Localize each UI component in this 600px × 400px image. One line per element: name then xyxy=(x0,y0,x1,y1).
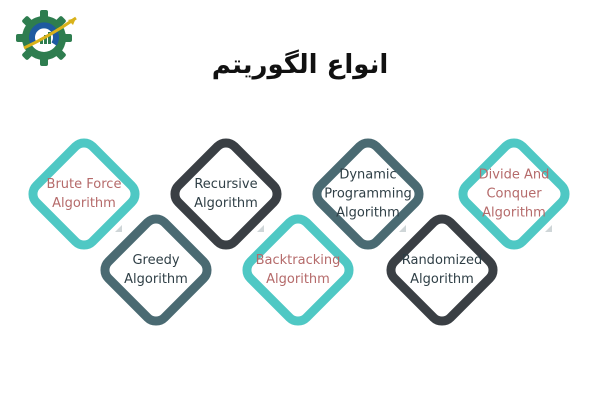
label-line: Backtracking xyxy=(255,253,341,268)
diamond-recursive xyxy=(170,138,282,250)
label-line: Algorithm xyxy=(266,272,330,287)
corner-mark xyxy=(257,225,264,232)
gear-logo-icon xyxy=(16,10,77,66)
diamond-greedy xyxy=(100,214,212,326)
label-line: Programming xyxy=(324,186,412,202)
diamond-divide-and-conquer xyxy=(458,138,570,250)
label-line: Algorithm xyxy=(336,205,400,221)
label-line: Greedy xyxy=(132,253,180,268)
diamond-brute-force xyxy=(28,138,140,250)
label-line: Recursive xyxy=(194,177,258,192)
label-line: Brute Force xyxy=(46,177,122,192)
label-line: Conquer xyxy=(486,186,542,202)
label-line: Algorithm xyxy=(194,196,258,211)
diamond-backtracking xyxy=(242,214,354,326)
label-line: Divide And xyxy=(478,167,550,183)
diamond-dynamic-programming xyxy=(312,138,424,250)
diamond-randomized xyxy=(386,214,498,326)
label-line: Algorithm xyxy=(410,272,474,287)
page-title: انواع الگوریتم xyxy=(211,50,389,80)
label-line: Algorithm xyxy=(52,196,116,211)
corner-mark xyxy=(545,225,552,232)
corner-mark xyxy=(115,225,122,232)
label-line: Algorithm xyxy=(482,205,546,221)
label-line: Dynamic xyxy=(339,167,397,183)
corner-mark xyxy=(399,225,406,232)
label-line: Algorithm xyxy=(124,272,188,287)
label-line: Randomized xyxy=(401,253,483,268)
